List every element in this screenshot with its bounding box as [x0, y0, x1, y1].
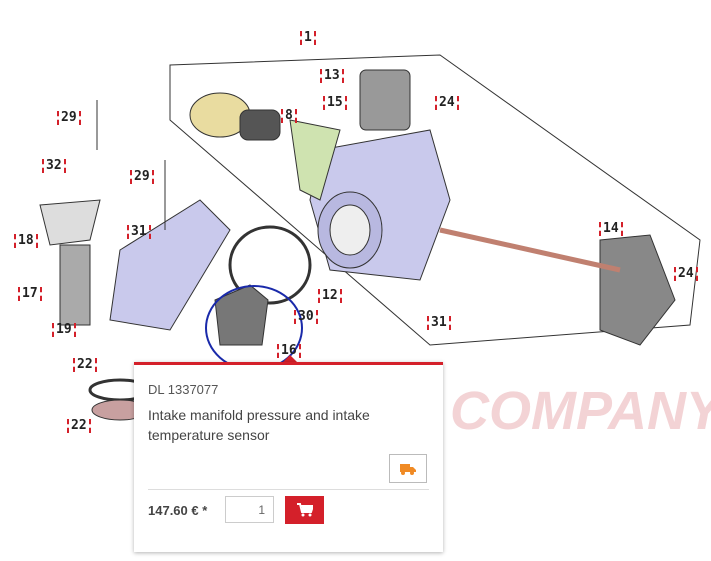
part-label[interactable]: 17: [18, 287, 42, 301]
part-label[interactable]: 24: [674, 267, 698, 281]
part-label[interactable]: 31: [127, 225, 151, 239]
part-label[interactable]: 13: [320, 69, 344, 83]
cart-icon: [296, 503, 313, 517]
part-popup: DL 1337077 Intake manifold pressure and …: [134, 362, 443, 552]
part-label[interactable]: 19: [52, 323, 76, 337]
part-label[interactable]: 32: [42, 159, 66, 173]
part-label[interactable]: 22: [73, 358, 97, 372]
popup-pointer: [283, 355, 297, 362]
part-label[interactable]: 14: [599, 222, 623, 236]
sensor-14: [599, 234, 676, 346]
part-label[interactable]: 29: [57, 111, 81, 125]
map-sensor-16: [214, 284, 269, 346]
part-label[interactable]: 12: [318, 289, 342, 303]
part-label[interactable]: 8: [281, 109, 297, 123]
divider: [148, 489, 429, 490]
part-label[interactable]: 30: [294, 310, 318, 324]
part-label[interactable]: 1: [300, 31, 316, 45]
part-label[interactable]: 29: [130, 170, 154, 184]
part-label[interactable]: 18: [14, 234, 38, 248]
part-label[interactable]: 15: [323, 96, 347, 110]
quantity-input[interactable]: [225, 496, 274, 523]
part-description: Intake manifold pressure and intake temp…: [148, 407, 370, 443]
part-label[interactable]: 24: [435, 96, 459, 110]
shipping-info-button[interactable]: [389, 454, 427, 483]
part-label[interactable]: 31: [427, 316, 451, 330]
price: 147.60 € *: [148, 503, 208, 518]
part-label[interactable]: 16: [277, 344, 301, 358]
watermark: COMPANY: [450, 381, 711, 441]
truck-icon: [400, 463, 416, 475]
add-to-cart-button[interactable]: [285, 496, 324, 524]
intake-manifold: [109, 199, 231, 331]
part-label[interactable]: 22: [67, 419, 91, 433]
part-number: DL 1337077: [148, 382, 219, 397]
sensor-13: [359, 69, 411, 131]
assembly-outline: [169, 54, 701, 346]
